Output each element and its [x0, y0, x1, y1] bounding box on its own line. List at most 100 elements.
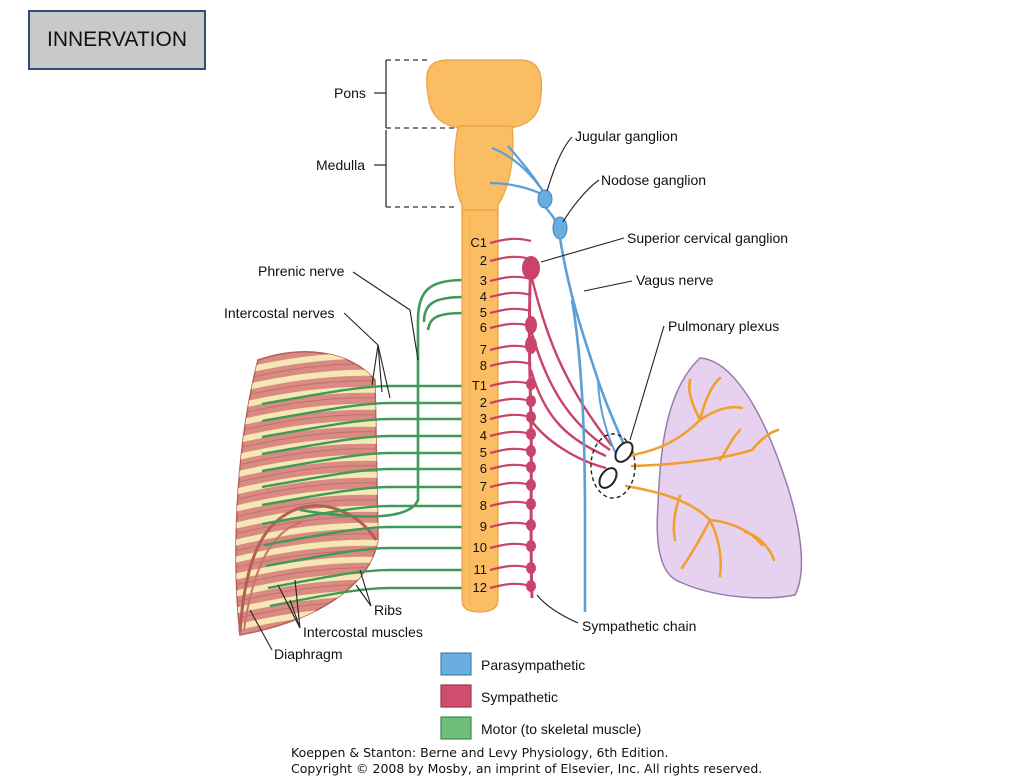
phrenic-root-4 [422, 295, 465, 323]
intercostal-nerve [269, 586, 464, 608]
intercostal-nerve [261, 504, 464, 526]
intercostal-muscle-line [235, 448, 378, 468]
intercostal-nerve [261, 384, 464, 406]
sympathetic-ganglion [526, 411, 536, 423]
plexus-outline [590, 433, 636, 499]
rib [235, 488, 378, 513]
pons-shape [426, 59, 543, 129]
label-pulmonary-plexus: Pulmonary plexus [668, 318, 779, 334]
sympathetic-ganglion [526, 479, 536, 491]
sympathetic-ramus [489, 360, 532, 368]
level-label-thoracic-5: 5 [480, 445, 487, 460]
level-label-cervical-4: 4 [480, 289, 487, 304]
symp-to-plexus-1 [529, 274, 613, 447]
bronchus [718, 428, 742, 462]
vagus-trunk-down [570, 299, 587, 612]
sympathetic-ganglion [526, 461, 536, 473]
sympathetic-ganglion [526, 395, 536, 407]
intercostal-nerve [263, 525, 464, 547]
bronchus [688, 378, 702, 422]
sympathetic-ganglion [526, 540, 536, 552]
level-label-thoracic-3: 3 [480, 411, 487, 426]
level-label-cervical-8: 8 [480, 358, 487, 373]
legend-swatch-parasympathetic [440, 652, 472, 676]
level-label-thoracic-12: 12 [473, 580, 487, 595]
intercostal-nerve [265, 546, 464, 568]
intercostal-muscle-line [235, 465, 378, 485]
legend-swatch-motor [440, 716, 472, 740]
intercostal-nerve [261, 485, 464, 507]
legend: Parasympathetic Sympathetic Motor (to sk… [440, 652, 641, 740]
rib [235, 437, 378, 462]
level-label-cervical-6: 6 [480, 320, 487, 335]
sympathetic-ganglion [526, 562, 536, 574]
citation-line-1: Koeppen & Stanton: Berne and Levy Physio… [291, 745, 669, 760]
bronchus [708, 518, 722, 578]
intercostal-nerve [261, 401, 464, 423]
citation: Koeppen & Stanton: Berne and Levy Physio… [291, 745, 891, 777]
level-label-thoracic-2: 2 [480, 395, 487, 410]
level-label-thoracic-4: 4 [480, 428, 487, 443]
intercostal-nerve [261, 417, 464, 439]
sympathetic-ramus [489, 237, 532, 245]
lung-shape [656, 357, 803, 599]
sympathetic-ganglion [526, 580, 536, 592]
phrenic-nerve [299, 278, 465, 518]
sympathetic-ganglion [526, 428, 536, 440]
nodose-ganglion [552, 216, 568, 240]
chest-wall [235, 351, 379, 636]
legend-label-parasympathetic: Parasympathetic [481, 657, 585, 673]
sympathetic-ramus [489, 291, 532, 299]
intercostal-muscle-line [235, 499, 378, 519]
sympathetic-ganglion [526, 445, 536, 457]
motor-nerves [261, 384, 464, 608]
label-sympathetic-chain: Sympathetic chain [582, 618, 696, 634]
label-superior-cervical-ganglion: Superior cervical ganglion [627, 230, 788, 246]
sympathetic-ganglion [526, 519, 536, 531]
sympathetic-ramus [489, 307, 532, 315]
level-label-thoracic-1: T1 [472, 378, 487, 393]
vagus-nerve [558, 237, 626, 446]
level-label-cervical-5: 5 [480, 305, 487, 320]
phrenic-root-5 [426, 311, 465, 331]
level-label-thoracic-10: 10 [473, 540, 487, 555]
pulmonary-plexus [590, 433, 636, 499]
legend-swatch-sympathetic [440, 684, 472, 708]
level-label-cervical-1: C1 [470, 235, 487, 250]
jugular-ganglion [537, 189, 553, 209]
bronchial-tree [624, 376, 780, 578]
level-label-thoracic-6: 6 [480, 461, 487, 476]
vagus-nerve-group [489, 145, 626, 612]
plexus-ring-lower [598, 467, 618, 489]
bronchus [750, 428, 780, 452]
citation-line-2: Copyright © 2008 by Mosby, an imprint of… [291, 761, 763, 776]
diaphragm-fibers [243, 521, 303, 631]
label-intercostal-muscles: Intercostal muscles [303, 624, 423, 640]
label-diaphragm: Diaphragm [274, 646, 342, 662]
label-jugular-ganglion: Jugular ganglion [575, 128, 678, 144]
plexus-ring-upper [614, 441, 634, 463]
bronchus [698, 376, 722, 422]
level-label-cervical-2: 2 [480, 253, 487, 268]
intercostal-muscle-line [235, 414, 378, 434]
legend-label-sympathetic: Sympathetic [481, 689, 558, 705]
intercostal-nerve [267, 568, 464, 590]
rib [235, 403, 378, 428]
label-intercostal-nerves: Intercostal nerves [224, 305, 335, 321]
bronchus [630, 448, 754, 468]
diaphragm-shape [238, 504, 378, 633]
intercostal-muscle-line [235, 397, 378, 417]
label-pons: Pons [334, 85, 366, 101]
bronchus [624, 484, 712, 522]
label-vagus-nerve: Vagus nerve [636, 272, 714, 288]
symp-to-plexus-2 [529, 329, 611, 451]
bronchus [708, 518, 764, 547]
rib [235, 420, 378, 445]
bronchus [626, 418, 702, 458]
spinal-cord [461, 209, 499, 613]
brainstem-brackets [374, 59, 458, 208]
label-ribs: Ribs [374, 602, 402, 618]
symp-to-plexus-4 [530, 419, 607, 470]
